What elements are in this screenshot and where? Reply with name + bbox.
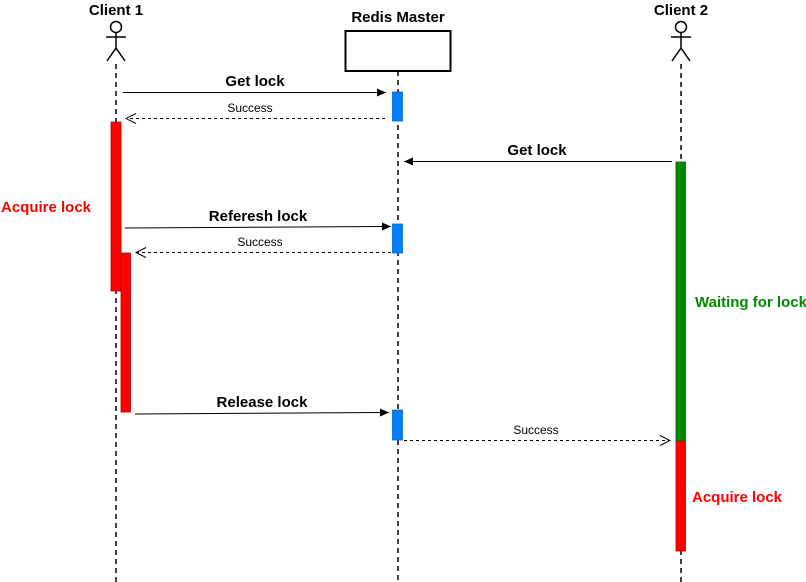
message-get-lock-client2: Get lock (404, 142, 672, 166)
message-label: Get lock (225, 73, 285, 90)
client1-actor: Client 1 (89, 2, 143, 582)
reply-label: Success (227, 101, 272, 115)
message-release-lock: Release lock (134, 394, 390, 417)
master-activation-3 (392, 409, 403, 441)
master-activation-2 (392, 223, 403, 254)
message-arrow (124, 222, 392, 231)
client1-stick-figure-icon (106, 20, 126, 62)
client2-label: Client 2 (654, 2, 708, 19)
master-box (344, 30, 452, 72)
note-acquire-lock-client1: Acquire lock (1, 199, 92, 216)
reply-label: Success (237, 235, 282, 249)
message-label: Referesh lock (209, 208, 308, 225)
message-arrow (134, 408, 390, 417)
message-label: Release lock (217, 394, 309, 411)
master-participant: Redis Master (344, 9, 452, 582)
reply-success-2: Success (136, 235, 391, 253)
client1-lock-activation-1 (110, 121, 122, 292)
reply-success-3: Success (404, 423, 670, 441)
client2-actor: Client 2 (654, 2, 708, 582)
client1-lock-activation-2 (120, 252, 131, 413)
master-activation-1 (392, 91, 403, 122)
message-refresh-lock: Referesh lock (124, 208, 392, 231)
client2-stick-figure-icon (671, 20, 691, 62)
message-get-lock-client1: Get lock (123, 73, 386, 97)
reply-success-1: Success (126, 101, 385, 119)
client1-label: Client 1 (89, 2, 143, 19)
reply-label: Success (513, 423, 558, 437)
master-label: Redis Master (351, 9, 445, 26)
message-label: Get lock (507, 142, 567, 159)
note-waiting-for-lock: Waiting for lock (695, 294, 806, 311)
client2-lock-activation (675, 440, 686, 552)
client2-waiting-activation (675, 161, 686, 442)
note-acquire-lock-client2: Acquire lock (692, 489, 783, 506)
